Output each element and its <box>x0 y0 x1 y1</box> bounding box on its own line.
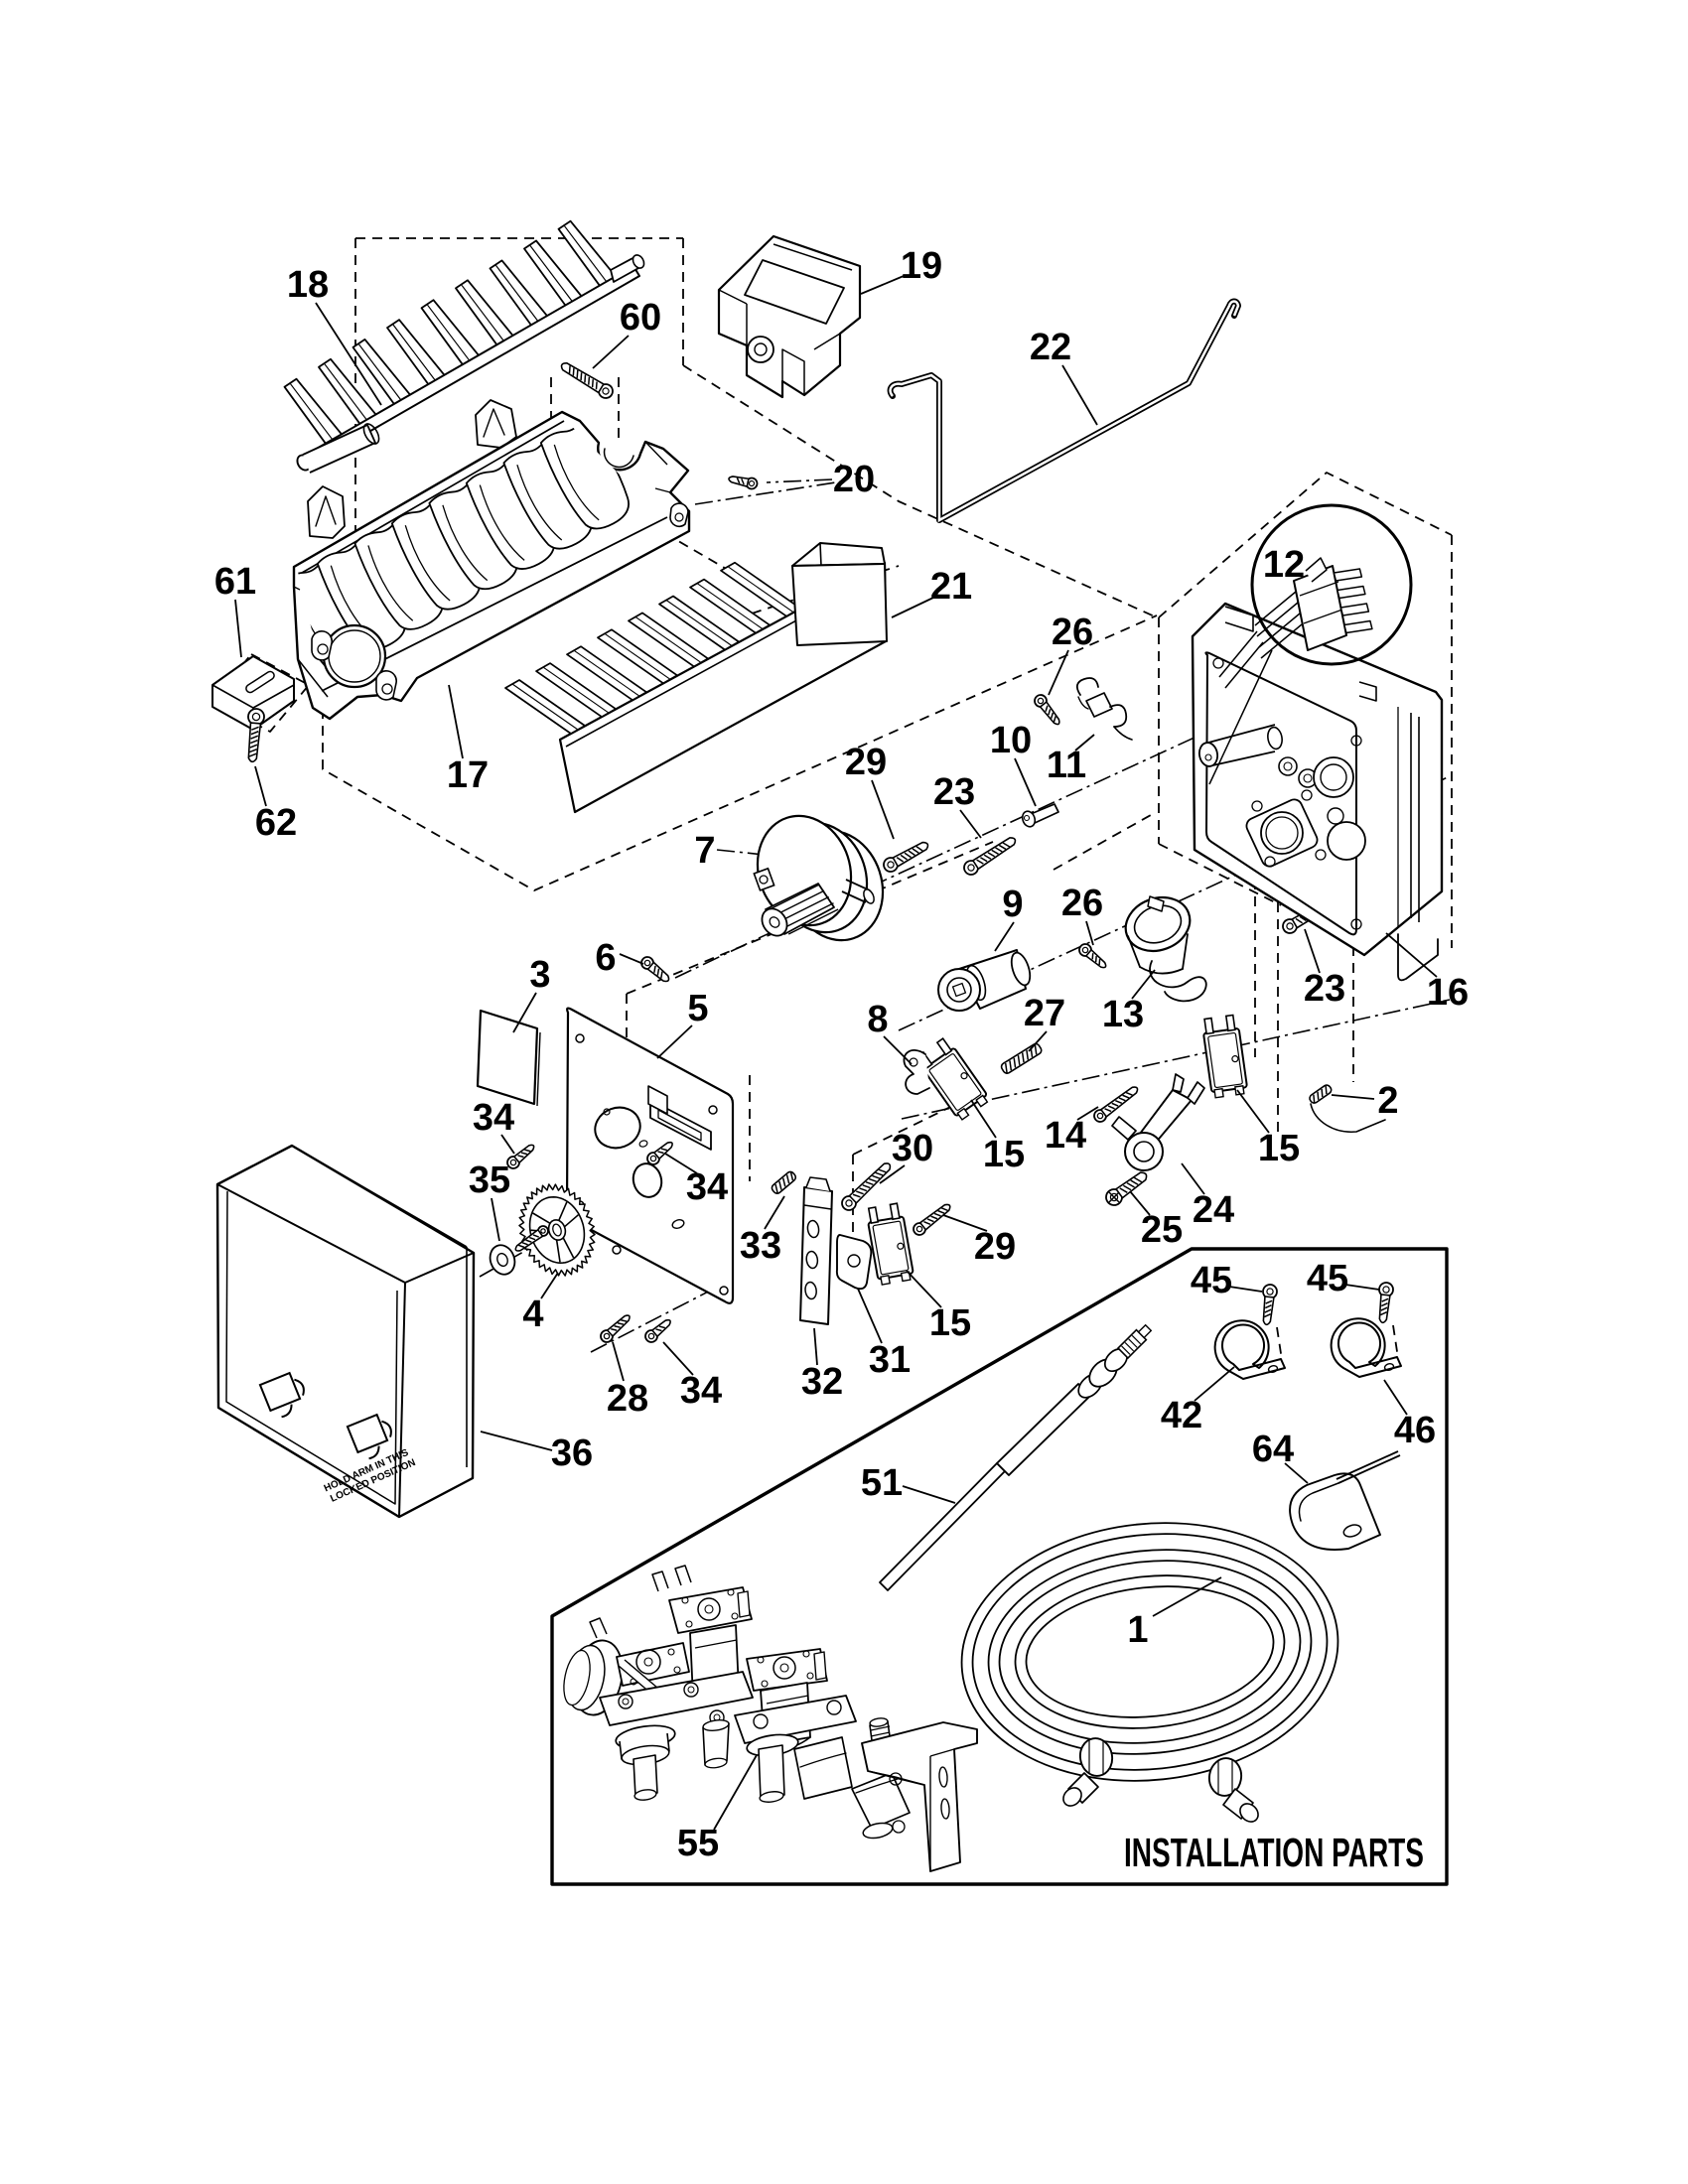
svg-text:9: 9 <box>1002 884 1023 925</box>
svg-text:55: 55 <box>677 1823 719 1864</box>
svg-text:34: 34 <box>473 1097 514 1139</box>
svg-text:34: 34 <box>680 1370 722 1412</box>
svg-text:1: 1 <box>1127 1609 1148 1651</box>
svg-text:21: 21 <box>930 566 972 608</box>
svg-text:7: 7 <box>694 830 715 872</box>
svg-text:31: 31 <box>869 1339 911 1381</box>
svg-text:29: 29 <box>974 1226 1016 1268</box>
svg-text:4: 4 <box>522 1294 543 1335</box>
svg-text:13: 13 <box>1102 994 1144 1035</box>
svg-text:23: 23 <box>933 771 975 813</box>
svg-text:28: 28 <box>607 1378 648 1420</box>
svg-text:45: 45 <box>1191 1260 1232 1301</box>
svg-text:11: 11 <box>1047 745 1086 786</box>
svg-text:62: 62 <box>255 802 297 844</box>
svg-text:34: 34 <box>686 1166 728 1208</box>
svg-text:12: 12 <box>1263 544 1305 586</box>
svg-text:20: 20 <box>833 459 875 500</box>
svg-text:33: 33 <box>740 1225 781 1267</box>
svg-text:32: 32 <box>801 1361 843 1403</box>
svg-text:36: 36 <box>551 1433 593 1474</box>
svg-text:15: 15 <box>1258 1128 1300 1169</box>
svg-text:5: 5 <box>687 988 708 1029</box>
svg-text:22: 22 <box>1030 327 1071 368</box>
svg-text:64: 64 <box>1252 1429 1294 1470</box>
svg-text:51: 51 <box>861 1462 903 1504</box>
svg-text:45: 45 <box>1307 1258 1348 1299</box>
svg-text:15: 15 <box>929 1302 971 1344</box>
svg-text:61: 61 <box>214 561 256 603</box>
svg-text:INSTALLATION PARTS: INSTALLATION PARTS <box>1124 1830 1424 1875</box>
svg-text:8: 8 <box>867 999 888 1040</box>
svg-text:24: 24 <box>1193 1189 1234 1231</box>
svg-text:42: 42 <box>1161 1395 1202 1436</box>
svg-text:3: 3 <box>529 954 550 996</box>
svg-text:19: 19 <box>901 245 942 287</box>
svg-text:30: 30 <box>892 1128 933 1169</box>
svg-text:26: 26 <box>1061 883 1103 924</box>
svg-text:25: 25 <box>1141 1209 1183 1251</box>
svg-text:16: 16 <box>1427 972 1469 1014</box>
svg-text:46: 46 <box>1394 1410 1436 1451</box>
svg-text:35: 35 <box>469 1160 510 1201</box>
svg-text:17: 17 <box>447 754 489 796</box>
svg-text:2: 2 <box>1377 1080 1398 1122</box>
svg-text:10: 10 <box>990 720 1032 761</box>
svg-text:18: 18 <box>287 264 329 306</box>
svg-text:26: 26 <box>1052 612 1093 653</box>
svg-text:23: 23 <box>1304 968 1345 1010</box>
svg-text:60: 60 <box>620 297 661 339</box>
svg-text:6: 6 <box>595 937 616 979</box>
svg-text:14: 14 <box>1045 1115 1086 1157</box>
svg-text:27: 27 <box>1024 993 1065 1034</box>
svg-text:15: 15 <box>983 1134 1025 1175</box>
svg-text:29: 29 <box>845 742 887 783</box>
